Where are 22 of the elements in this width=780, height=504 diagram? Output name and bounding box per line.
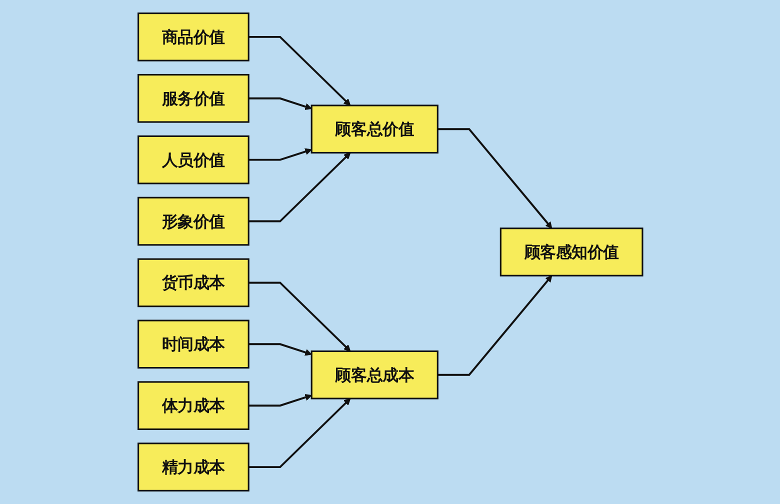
node-box bbox=[137, 196, 249, 246]
node-box bbox=[137, 135, 249, 184]
node-box bbox=[137, 320, 249, 369]
arrow bbox=[437, 128, 552, 229]
node-box bbox=[310, 350, 438, 400]
arrow bbox=[437, 275, 552, 376]
node-box bbox=[500, 228, 643, 276]
node-box bbox=[310, 104, 438, 154]
node-box bbox=[137, 12, 249, 62]
arrow bbox=[248, 152, 350, 222]
node-box bbox=[137, 442, 249, 492]
arrow bbox=[248, 343, 312, 356]
arrow bbox=[248, 398, 350, 468]
arrow bbox=[248, 148, 312, 161]
flowchart-diagram: 商品价值 服务价值 人员价值 形象价值 货币成本 时间成本 体力成本 精力成本 顾客总价值 顾客总成本 顾客感知价值 bbox=[132, 7, 648, 497]
arrow bbox=[248, 97, 312, 110]
node-box bbox=[137, 74, 249, 123]
arrow bbox=[248, 282, 350, 352]
arrow bbox=[248, 394, 312, 407]
node-box bbox=[137, 381, 249, 430]
arrow bbox=[248, 36, 350, 106]
node-box bbox=[137, 258, 249, 308]
